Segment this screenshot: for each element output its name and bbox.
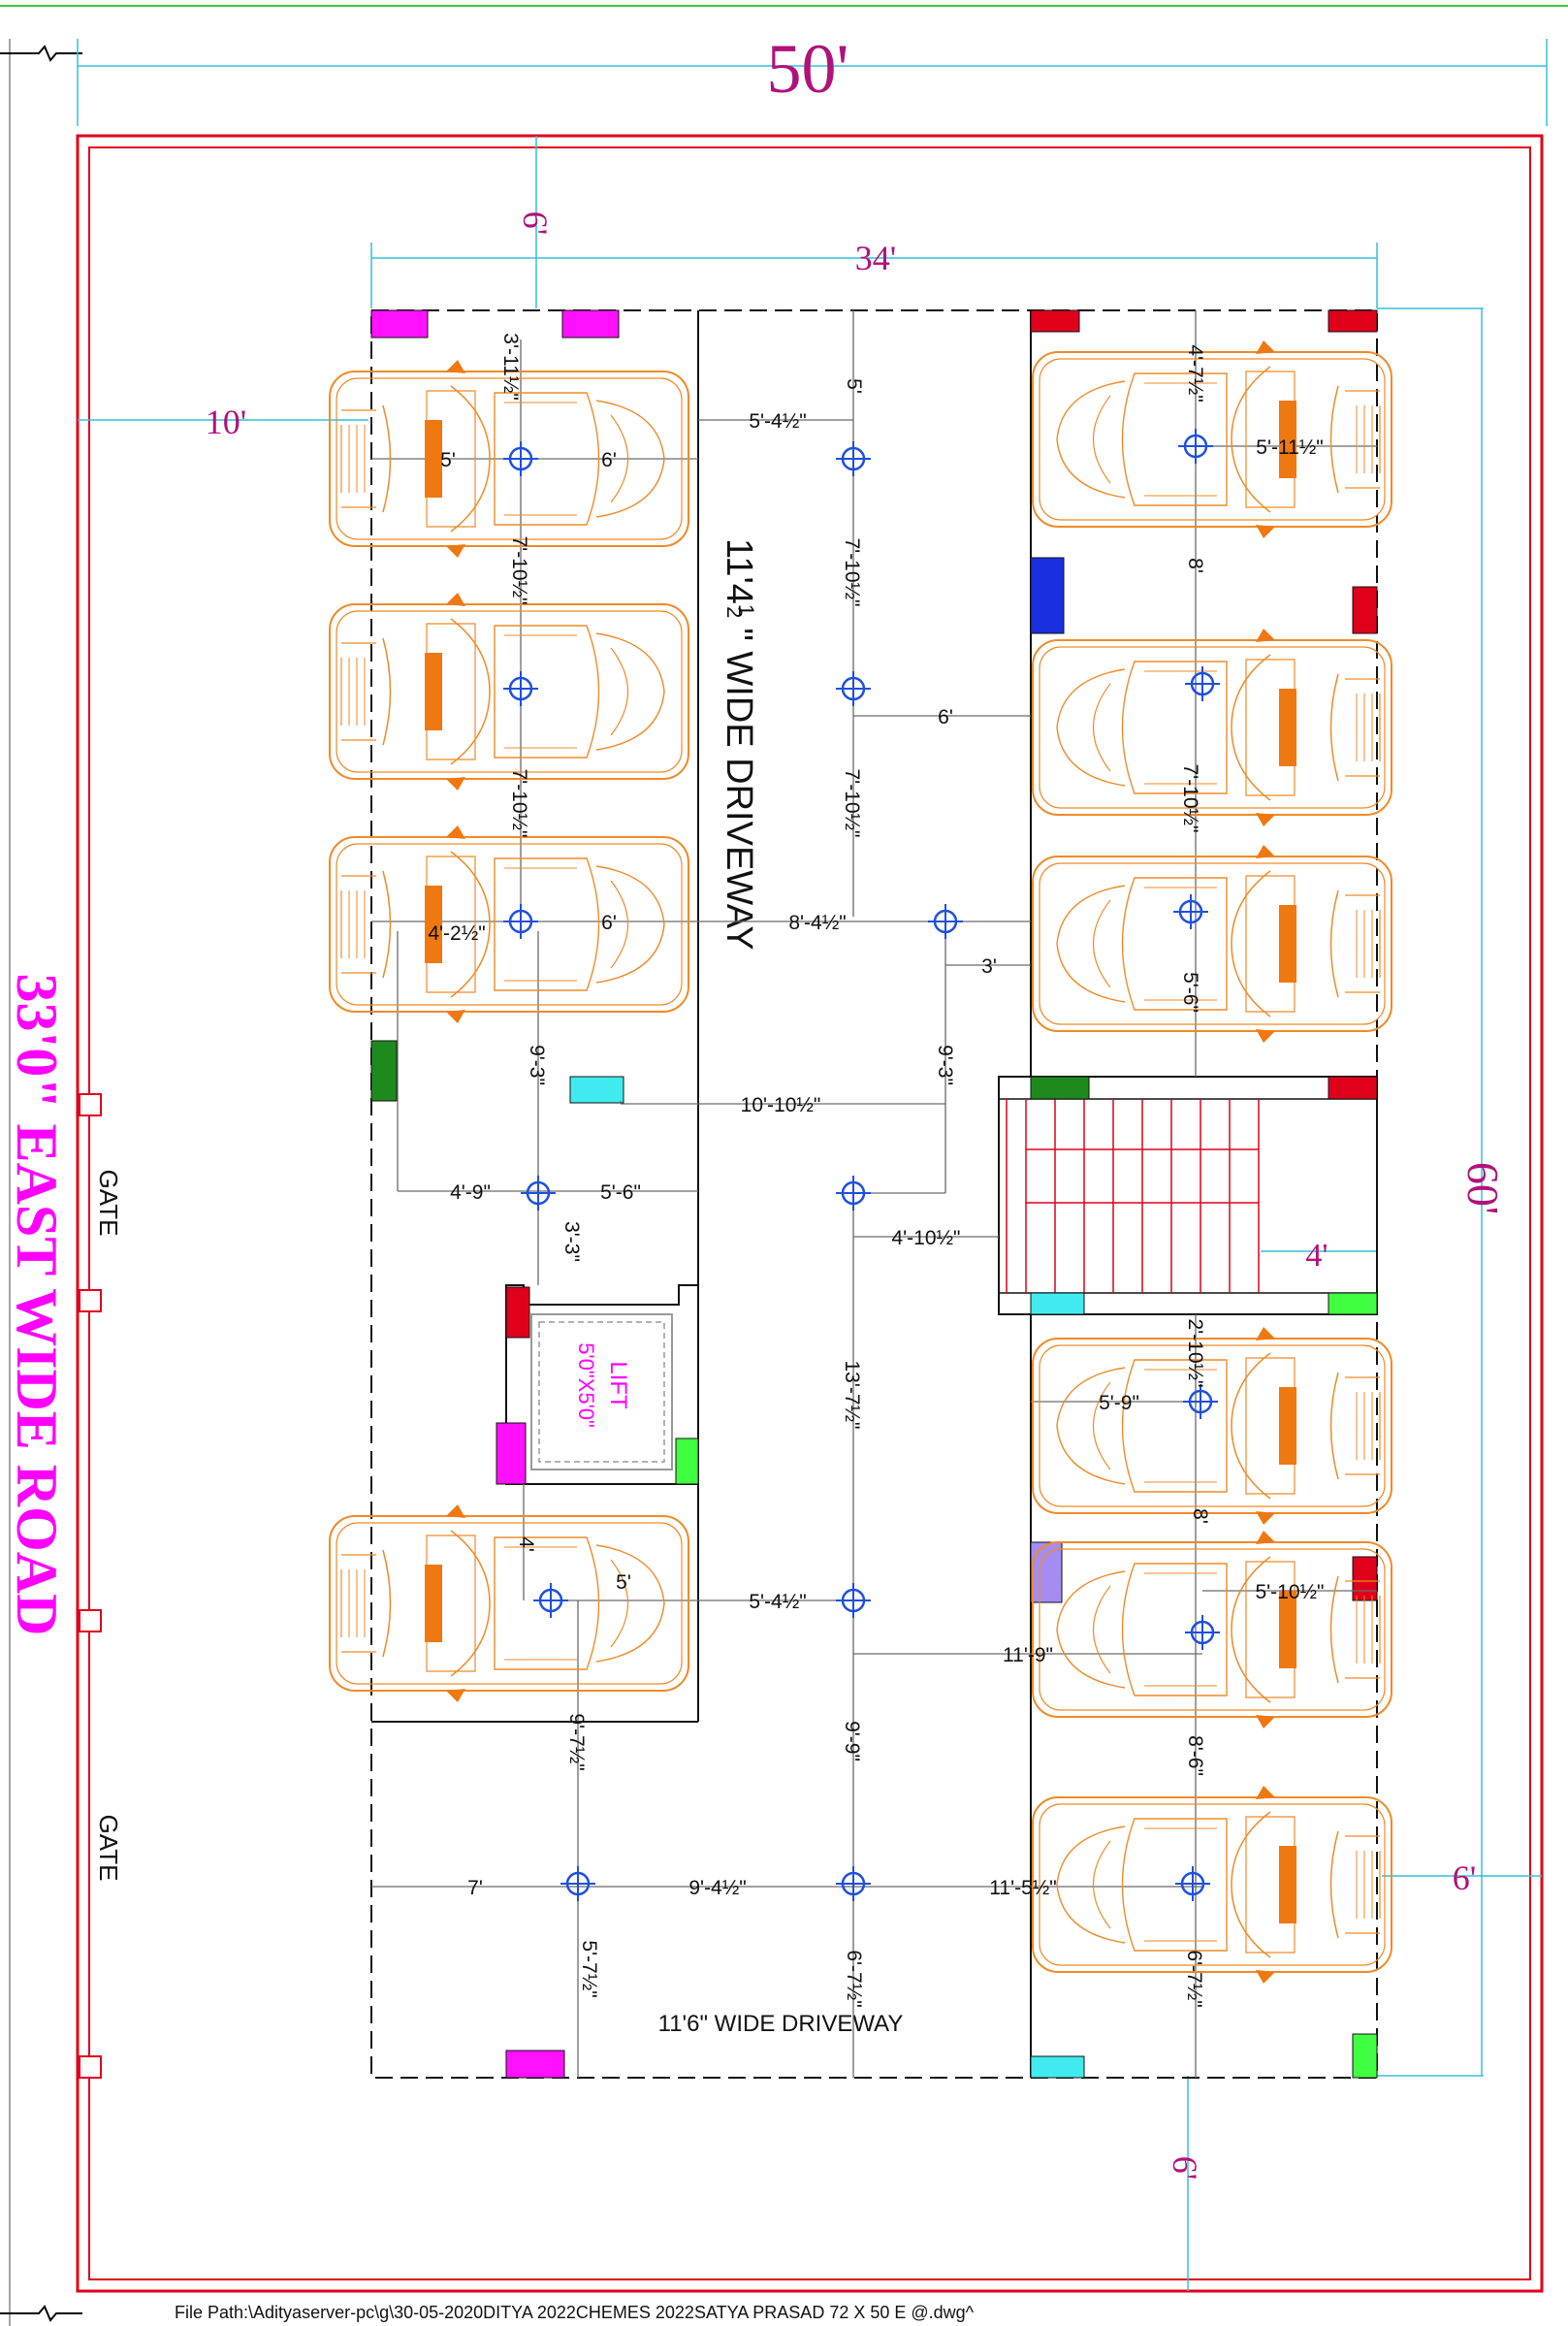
car-right-3 bbox=[1032, 844, 1392, 1044]
dim-6-7a: 6'-7½" bbox=[843, 1950, 865, 2007]
dim-7-10c: 7'-10½" bbox=[508, 768, 530, 837]
column-markers bbox=[501, 427, 1222, 1903]
gate-posts bbox=[79, 1093, 102, 2079]
dim-7-10b: 7'-10½" bbox=[841, 537, 863, 606]
dim-6b: 6' bbox=[938, 706, 953, 728]
dim-8-4: 8'-4½" bbox=[788, 912, 846, 934]
driveway-main-label: 11'412" WIDE DRIVEWAY bbox=[719, 538, 759, 951]
dim-9-3b: 9'-3" bbox=[526, 1045, 548, 1085]
road-label: 33'0" EAST WIDE ROAD bbox=[5, 974, 69, 1636]
break-mark-top bbox=[0, 45, 82, 62]
lift-label: LIFT bbox=[605, 1361, 631, 1409]
car-right-6 bbox=[1032, 1785, 1392, 1985]
dim-7: 7' bbox=[467, 1877, 483, 1899]
plot-depth-label: 60' bbox=[1458, 1162, 1508, 1214]
dim-8-6: 8'-6" bbox=[1184, 1735, 1206, 1776]
setback-guides bbox=[78, 136, 1542, 2291]
inner-walls bbox=[371, 310, 1032, 2078]
right-setback-label: 6' bbox=[1453, 1858, 1477, 1897]
dim-13-7: 13'-7½" bbox=[841, 1360, 863, 1429]
driveway-main-word: WIDE DRIVEWAY bbox=[719, 651, 759, 950]
driveway-bottom-label: 11'6" WIDE DRIVEWAY bbox=[658, 2011, 904, 2037]
break-mark-bottom bbox=[0, 2305, 82, 2322]
dim-6a: 6' bbox=[601, 449, 617, 471]
staircase bbox=[998, 1076, 1378, 1315]
dim-5-6b: 5'-6" bbox=[1179, 972, 1201, 1013]
car-left-4 bbox=[329, 1503, 689, 1703]
car-right-4 bbox=[1032, 1326, 1392, 1526]
car-left-3 bbox=[329, 824, 689, 1024]
plot-boundary-outer bbox=[76, 134, 1544, 2293]
dim-5-4a: 5'-4½" bbox=[749, 410, 806, 433]
car-right-1 bbox=[1032, 339, 1392, 539]
dim-9-9: 9'-9" bbox=[841, 1721, 863, 1761]
plot-width-label: 50' bbox=[767, 30, 849, 108]
dim-7-10e: 7'-10½" bbox=[1179, 763, 1201, 832]
dim-7-10a: 7'-10½" bbox=[508, 535, 530, 604]
dim-5-7: 5'-7½" bbox=[578, 1940, 600, 1997]
dim-6-7b: 6'-7½" bbox=[1183, 1950, 1205, 2007]
dim-4: 4' bbox=[515, 1536, 537, 1552]
stair-width-label: 4' bbox=[1305, 1238, 1328, 1274]
dim-4-2: 4'-2½" bbox=[428, 922, 485, 945]
dim-11-9: 11'-9" bbox=[1003, 1644, 1053, 1666]
dim-6c: 6' bbox=[601, 912, 617, 934]
dim-3-11: 3'-11½" bbox=[499, 333, 522, 400]
dim-5b: 5' bbox=[843, 378, 865, 394]
dim-5-9: 5'-9" bbox=[1099, 1392, 1139, 1414]
lift-size-label: 5'0"X5'0" bbox=[574, 1342, 598, 1428]
car-right-2 bbox=[1032, 628, 1392, 827]
dim-8a: 8' bbox=[1184, 558, 1206, 573]
left-setback-label: 10' bbox=[206, 403, 247, 441]
car-left-2 bbox=[329, 592, 689, 791]
dim-3: 3' bbox=[981, 955, 997, 978]
dim-5a: 5' bbox=[440, 449, 456, 471]
dim-4-10: 4'-10½" bbox=[891, 1227, 960, 1249]
dim-5-10: 5'-10½" bbox=[1255, 1581, 1324, 1603]
dim-8b: 8' bbox=[1189, 1508, 1211, 1524]
dim-9-3a: 9'-3" bbox=[934, 1045, 956, 1085]
dim-2-10: 2'-10½" bbox=[1184, 1318, 1206, 1387]
lift-shaft bbox=[505, 1284, 699, 1485]
plot-boundary-inner bbox=[88, 146, 1531, 2280]
gate-label-2: GATE bbox=[94, 1815, 123, 1882]
dim-5-6a: 5'-6" bbox=[600, 1181, 641, 1204]
dim-10-10: 10'-10½" bbox=[741, 1094, 821, 1116]
file-path-footer: File Path:\Adityaserver-pc\g\30-05-2020D… bbox=[175, 2303, 975, 2322]
dim-11-5: 11'-5½" bbox=[989, 1877, 1056, 1899]
dim-4-7: 4'-7½" bbox=[1184, 344, 1206, 402]
dim-9-7: 9'-7½" bbox=[565, 1713, 588, 1770]
dim-5-4b: 5'-4½" bbox=[749, 1591, 806, 1613]
dim-5-11: 5'-11½" bbox=[1256, 436, 1323, 459]
dimension-lines bbox=[371, 310, 1377, 2078]
measurement-labels: 3'-11½" 5' 6' 5'-4½" 5' 7'-10½" 7'-10½" … bbox=[428, 333, 1324, 2007]
window-markers bbox=[370, 309, 1378, 2079]
dim-9-4: 9'-4½" bbox=[688, 1877, 746, 1899]
dim-7-10d: 7'-10½" bbox=[841, 768, 863, 837]
building-width-label: 34' bbox=[855, 239, 897, 277]
top-setback-label: 6' bbox=[516, 211, 555, 236]
dim-4-9: 4'-9" bbox=[450, 1181, 491, 1204]
gate-label-1: GATE bbox=[94, 1170, 123, 1237]
dim-3-3: 3'-3" bbox=[560, 1221, 583, 1262]
bottom-setback-label: 6' bbox=[1166, 2156, 1204, 2181]
dim-5c: 5' bbox=[616, 1571, 631, 1594]
driveway-main-number: 11'4 bbox=[719, 538, 759, 604]
